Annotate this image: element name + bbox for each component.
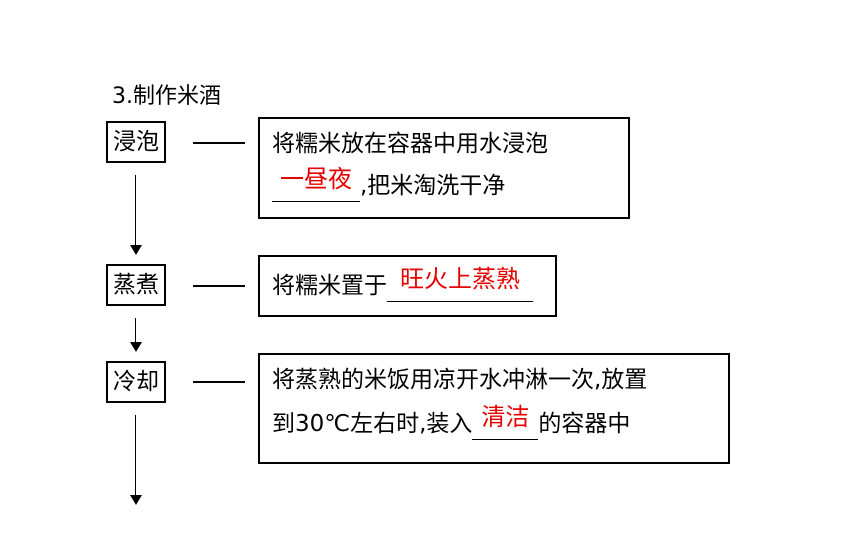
page-title: 3.制作米酒 xyxy=(112,84,221,109)
answer-text: 旺火上蒸熟 xyxy=(400,265,520,293)
description-line: 一昼夜 ,把米淘洗干净 xyxy=(272,163,628,209)
connector-dash xyxy=(193,381,245,383)
step-steam: 蒸煮 xyxy=(106,264,166,306)
description-text: ,把米淘洗干净 xyxy=(360,173,506,199)
fill-blank: 一昼夜 xyxy=(272,165,360,202)
step-soak: 浸泡 xyxy=(106,121,166,163)
connector-dash xyxy=(193,142,245,144)
description-line: 到30℃左右时,装入清洁的容器中 xyxy=(272,401,728,447)
answer-text: 清洁 xyxy=(481,403,530,431)
arrow-down-icon xyxy=(130,342,142,352)
flow-arrow-line xyxy=(135,175,136,247)
step-soak-description: 将糯米放在容器中用水浸泡 一昼夜 ,把米淘洗干净 xyxy=(258,117,630,219)
description-line: 将糯米放在容器中用水浸泡 xyxy=(272,131,548,157)
arrow-down-icon xyxy=(130,495,142,505)
description-text: 将糯米置于 xyxy=(272,273,387,299)
connector-dash xyxy=(193,285,245,287)
fill-blank: 清洁 xyxy=(472,403,539,440)
description-text: 的容器中 xyxy=(538,411,631,437)
answer-text: 一昼夜 xyxy=(280,165,352,193)
step-cool-description: 将蒸熟的米饭用凉开水冲淋一次,放置 到30℃左右时,装入清洁的容器中 xyxy=(258,353,730,464)
fill-blank: 旺火上蒸熟 xyxy=(387,265,533,302)
description-line: 将糯米置于旺火上蒸熟 xyxy=(272,263,555,309)
description-line: 将蒸熟的米饭用凉开水冲淋一次,放置 xyxy=(272,367,648,393)
step-steam-description: 将糯米置于旺火上蒸熟 xyxy=(258,255,557,317)
arrow-down-icon xyxy=(130,245,142,255)
flow-arrow-line xyxy=(135,415,136,497)
flow-arrow-line xyxy=(135,318,136,344)
step-cool: 冷却 xyxy=(106,361,166,403)
description-text: 到30℃左右时,装入 xyxy=(272,411,473,437)
